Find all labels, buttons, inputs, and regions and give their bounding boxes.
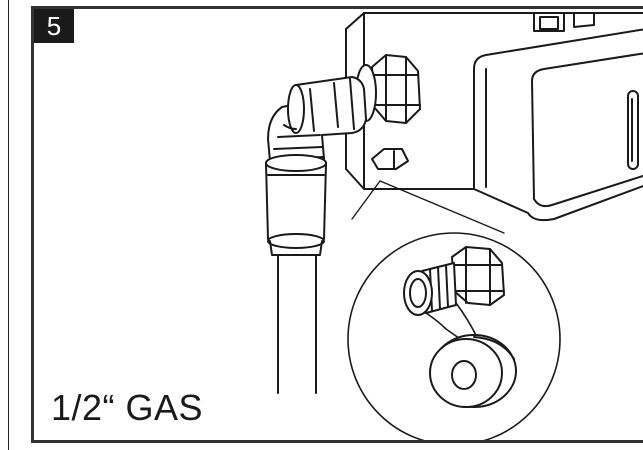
installation-illustration: [265, 12, 643, 440]
step-panel: 5: [31, 6, 643, 443]
gas-hose-icon: [265, 154, 327, 394]
detail-magnifier-icon: [347, 232, 561, 440]
elbow-connector-icon: [267, 76, 367, 162]
ptfe-tape-roll-icon: [429, 334, 517, 408]
step-number-badge: 5: [34, 9, 74, 43]
ptfe-tape-strip: [425, 312, 467, 344]
page-edge-line: [8, 0, 9, 450]
appliance-body-icon: [345, 12, 643, 222]
detail-callout-pointer: [351, 180, 505, 234]
pipe-size-caption: 1/2“ GAS: [51, 387, 204, 428]
